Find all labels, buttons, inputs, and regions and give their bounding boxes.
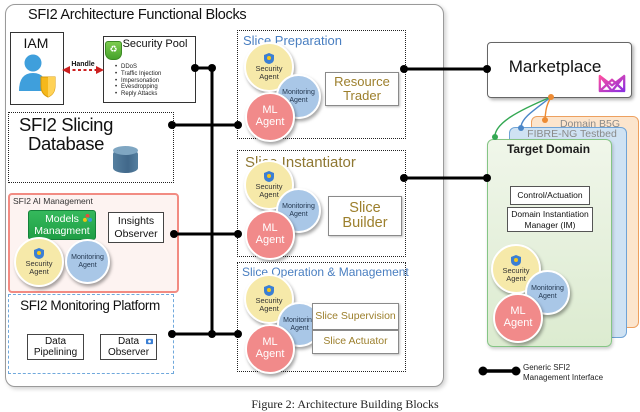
legend-dot xyxy=(478,366,488,376)
threat-item: Evesdropping xyxy=(114,84,192,91)
security-agent-circle: Security Agent xyxy=(14,237,64,287)
slice-actuator-label: Slice Actuator xyxy=(323,335,388,348)
data-observer-label: Data Observer xyxy=(107,335,150,358)
domain-instantiation-manager-box: Domain Instantiation Manager (IM) xyxy=(507,207,593,232)
security-pool-threat-list: DDoS Traffic Injection Impersonation Eve… xyxy=(114,64,192,98)
insights-observer-button: Insights Observer xyxy=(108,212,164,243)
slice-builder-label: Slice Builder xyxy=(342,199,388,231)
ml-agent-label: ML Agent xyxy=(503,305,533,329)
security-badge-icon xyxy=(264,171,274,183)
target-domain-title: Target Domain xyxy=(506,142,591,156)
security-agent-circle: Security Agent xyxy=(244,42,294,92)
insights-observer-label: Insights Observer xyxy=(114,215,158,240)
monitoring-agent-circle: Monitoring Agent xyxy=(65,239,110,284)
slice-operation-title: Slice Operation & Management xyxy=(242,265,409,279)
resource-trader-box: Resource Trader xyxy=(325,72,399,106)
ml-agent-label: ML Agent xyxy=(255,336,285,360)
control-actuation-box: Control/Actuation xyxy=(510,186,590,205)
security-badge-icon xyxy=(264,53,274,65)
legend-dot xyxy=(511,366,521,376)
monitoring-agent-label: Monitoring Agent xyxy=(71,254,104,269)
threat-item: Traffic Injection xyxy=(114,71,192,78)
models-management-button: Models Managment xyxy=(28,210,96,240)
marketplace-network-icon xyxy=(598,74,626,93)
handle-label: Handle xyxy=(71,61,95,68)
threat-item: DDoS xyxy=(114,64,192,71)
data-pipelining-box: Data Pipelining xyxy=(27,334,84,360)
ml-agent-label: ML Agent xyxy=(255,104,285,128)
security-agent-label: Security Agent xyxy=(255,182,283,199)
slicing-database-box xyxy=(8,112,174,183)
data-pipelining-label: Data Pipelining xyxy=(33,335,78,358)
marketplace-title: Marketplace xyxy=(508,57,602,76)
ml-agent-circle: ML Agent xyxy=(245,324,295,374)
threat-item: Reply Attacks xyxy=(114,91,192,98)
threat-item: Impersonation xyxy=(114,78,192,85)
monitoring-agent-label: Monitoring Agent xyxy=(282,89,315,104)
control-actuation-label: Control/Actuation xyxy=(517,190,583,201)
slice-builder-box: Slice Builder xyxy=(328,196,402,236)
ml-agent-circle: ML Agent xyxy=(493,293,543,343)
marketplace-box xyxy=(487,42,632,98)
ml-agent-label: ML Agent xyxy=(255,222,285,246)
iam-user-shield-icon xyxy=(19,54,56,98)
slicing-database-title: SFI2 Slicing Database xyxy=(19,114,113,155)
monitoring-agent-label: Monitoring Agent xyxy=(283,317,316,332)
legend-text: Generic SFI2 Management Interface xyxy=(523,363,623,382)
architecture-title: SFI2 Architecture Functional Blocks xyxy=(28,7,247,23)
legend-line1: Generic SFI2 xyxy=(523,363,571,372)
resource-trader-label: Resource Trader xyxy=(334,74,390,103)
iam-label: IAM xyxy=(23,35,49,51)
curve-to-b5g xyxy=(544,96,552,119)
database-cylinder-icon xyxy=(113,146,138,173)
security-agent-label: Security Agent xyxy=(502,266,530,283)
security-badge-icon xyxy=(264,285,274,297)
data-observer-box: Data Observer xyxy=(100,334,157,360)
data-observer-icon xyxy=(146,338,153,345)
ml-agent-circle: ML Agent xyxy=(245,210,295,260)
ml-agent-circle: ML Agent xyxy=(245,92,295,142)
monitoring-agent-label: Monitoring Agent xyxy=(282,203,315,218)
models-management-label: Models Managment xyxy=(34,212,90,237)
security-badge-icon xyxy=(511,255,521,267)
security-pool-title: Security Pool xyxy=(122,38,188,50)
figure-caption: Figure 2: Architecture Building Blocks xyxy=(251,397,439,411)
security-badge-icon xyxy=(34,248,44,260)
monitoring-agent-label: Monitoring Agent xyxy=(531,285,564,300)
slice-supervision-box: Slice Supervision xyxy=(312,303,399,330)
security-agent-label: Security Agent xyxy=(255,296,283,313)
ai-management-title: SFI2 AI Management xyxy=(13,196,93,206)
monitoring-platform-title: SFI2 Monitoring Platform xyxy=(20,298,160,313)
security-pool-shield-icon: ♻ xyxy=(105,41,122,60)
slice-supervision-label: Slice Supervision xyxy=(315,309,396,322)
monitoring-agent-circle: Monitoring Agent xyxy=(276,74,321,119)
slice-actuator-box: Slice Actuator xyxy=(312,330,399,354)
legend-line2: Management Interface xyxy=(523,372,604,382)
models-colorwheel-icon xyxy=(83,214,92,222)
domain-instantiation-manager-label: Domain Instantiation Manager (IM) xyxy=(511,209,589,230)
security-agent-label: Security Agent xyxy=(255,64,283,81)
security-agent-label: Security Agent xyxy=(25,259,53,276)
